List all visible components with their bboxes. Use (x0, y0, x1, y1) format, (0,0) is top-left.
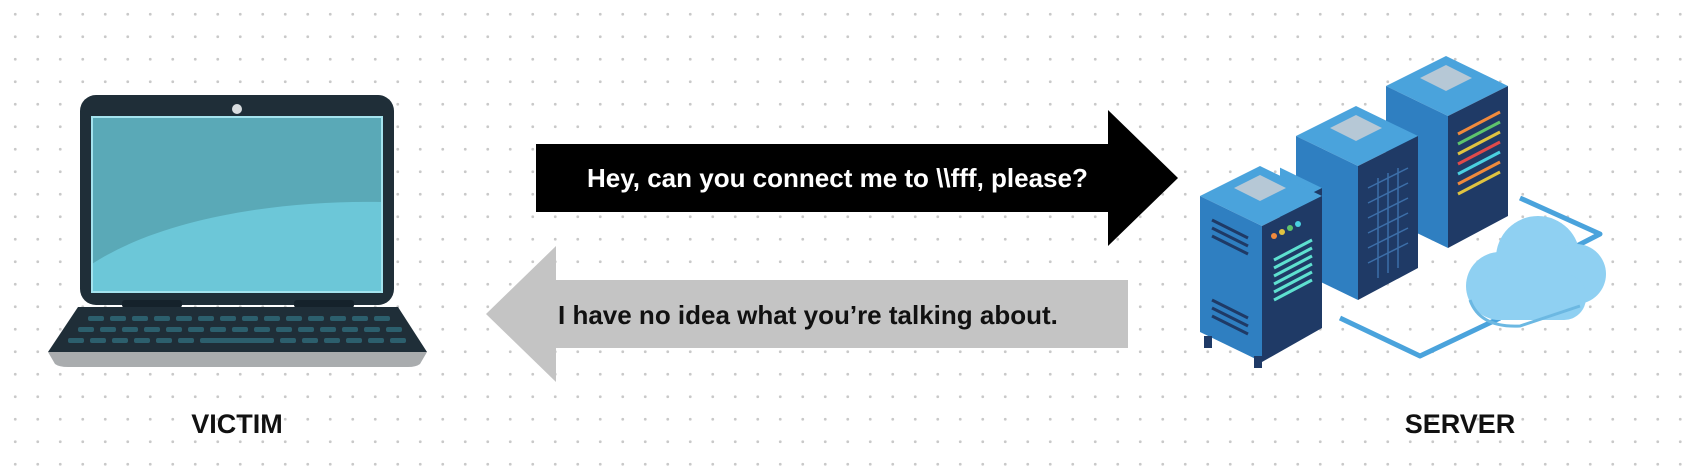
request-arrow (536, 110, 1178, 246)
response-arrow (486, 246, 1128, 382)
server-label: SERVER (1404, 409, 1516, 439)
response-message: I have no idea what you’re talking about… (558, 300, 1058, 330)
request-message: Hey, can you connect me to \\fff, please… (587, 163, 1088, 193)
victim-label: VICTIM (191, 409, 283, 439)
laptop-icon (48, 95, 427, 367)
server-front-unit (1200, 166, 1322, 368)
